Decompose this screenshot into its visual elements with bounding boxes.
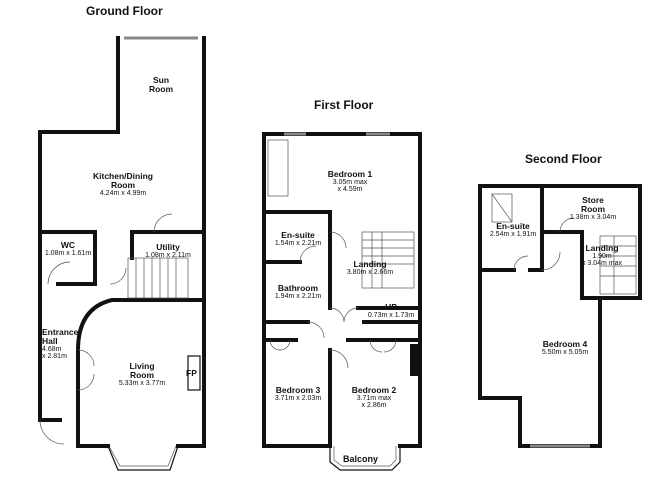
room-name: Bedroom 2 (351, 385, 397, 395)
room-dimensions: 1.94m x 2.21m (274, 292, 322, 300)
room-bedroom-3: Bedroom 3 3.71m x 2.03m (268, 386, 328, 402)
room-dimensions: 3.05m max x 4.59m (332, 178, 368, 194)
room-name: Utility (156, 242, 180, 252)
room-name: Sun Room (148, 75, 174, 94)
room-en-suite-second: En-suite 2.54m x 1.91m (486, 222, 540, 238)
room-hp: HP 0.73m x 1.73m (362, 303, 420, 319)
first-floor-walls (262, 132, 422, 471)
room-dimensions: 3.80m x 2.66m (346, 268, 394, 276)
second-floor-walls (478, 184, 642, 448)
room-store-room: Store Room 1.38m x 3.04m (560, 196, 626, 221)
room-name: Bedroom 3 (275, 385, 321, 395)
room-dimensions: 4.68m x 2.81m (42, 345, 67, 361)
room-name: HP (385, 302, 397, 312)
room-bedroom-1: Bedroom 1 3.05m max x 4.59m (320, 170, 380, 194)
room-dimensions: 2.54m x 1.91m (489, 230, 537, 238)
room-dimensions: 3.71m max x 2.86m (356, 394, 392, 410)
room-bedroom-4: Bedroom 4 5.50m x 5.05m (530, 340, 600, 356)
room-name: Bedroom 4 (542, 339, 588, 349)
room-name: Store Room (580, 195, 606, 214)
second-floor-title: Second Floor (525, 152, 602, 166)
room-dimensions: 1.08m x 1.61m (44, 249, 92, 257)
room-dimensions: 3.71m x 2.03m (274, 394, 322, 402)
room-name: Kitchen/Dining Room (93, 171, 153, 190)
room-bedroom-2: Bedroom 2 3.71m max x 2.86m (342, 386, 406, 410)
room-dimensions: 1.08m x 2.11m (145, 251, 191, 259)
room-dimensions: 1.38m x 3.04m (569, 213, 617, 221)
room-dimensions: 5.33m x 3.77m (118, 379, 166, 387)
first-floor-title: First Floor (314, 98, 374, 112)
room-dimensions: 1.90m x 3.04m max (581, 252, 623, 268)
room-name: Landing (585, 243, 619, 253)
room-name: Landing (353, 259, 387, 269)
room-dimensions: 5.50m x 5.05m (541, 348, 589, 356)
room-wc: WC 1.08m x 1.61m (42, 241, 94, 257)
ground-floor-title: Ground Floor (86, 4, 163, 18)
room-kitchen-dining: Kitchen/Dining Room 4.24m x 4.99m (78, 172, 168, 197)
room-name: Bathroom (277, 283, 319, 293)
room-dimensions: 1.54m x 2.21m (274, 239, 322, 247)
room-entrance-hall: Entrance Hall 4.68m x 2.81m (42, 327, 79, 361)
room-en-suite-first: En-suite 1.54m x 2.21m (268, 231, 328, 247)
room-name: En-suite (281, 230, 315, 240)
balcony-label: Balcony (343, 454, 379, 464)
room-name: WC (60, 240, 76, 250)
room-name: Entrance Hall (42, 327, 79, 346)
fireplace-label: FP (186, 368, 197, 378)
room-landing-first: Landing 3.80m x 2.66m (338, 260, 402, 276)
room-dimensions: 4.24m x 4.99m (99, 189, 147, 197)
room-name: Bedroom 1 (327, 169, 373, 179)
room-landing-second: Landing 1.90m x 3.04m max (574, 244, 630, 268)
room-name: Living Room (129, 361, 155, 380)
room-living-room: Living Room 5.33m x 3.77m (112, 362, 172, 387)
room-sun-room: Sun Room (138, 76, 184, 94)
room-utility: Utility 1.08m x 2.11m (137, 243, 199, 259)
room-dimensions: 0.73m x 1.73m (367, 311, 415, 319)
room-bathroom: Bathroom 1.94m x 2.21m (268, 284, 328, 300)
ground-floor-walls (38, 36, 206, 471)
room-name: En-suite (496, 221, 530, 231)
